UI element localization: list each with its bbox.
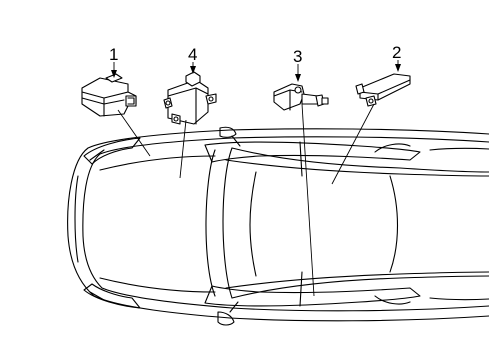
callout-3: 3 — [293, 47, 302, 66]
leader-lines — [111, 60, 401, 297]
part-3-tire-pressure-sensor — [273, 83, 329, 111]
car-outline — [67, 126, 489, 326]
part-1-sensor-module — [81, 73, 137, 117]
part-4-control-unit — [163, 71, 217, 125]
callout-2: 2 — [392, 43, 401, 62]
callout-4: 4 — [188, 45, 197, 64]
part-2-receiver — [355, 73, 411, 107]
callout-1: 1 — [109, 45, 118, 64]
